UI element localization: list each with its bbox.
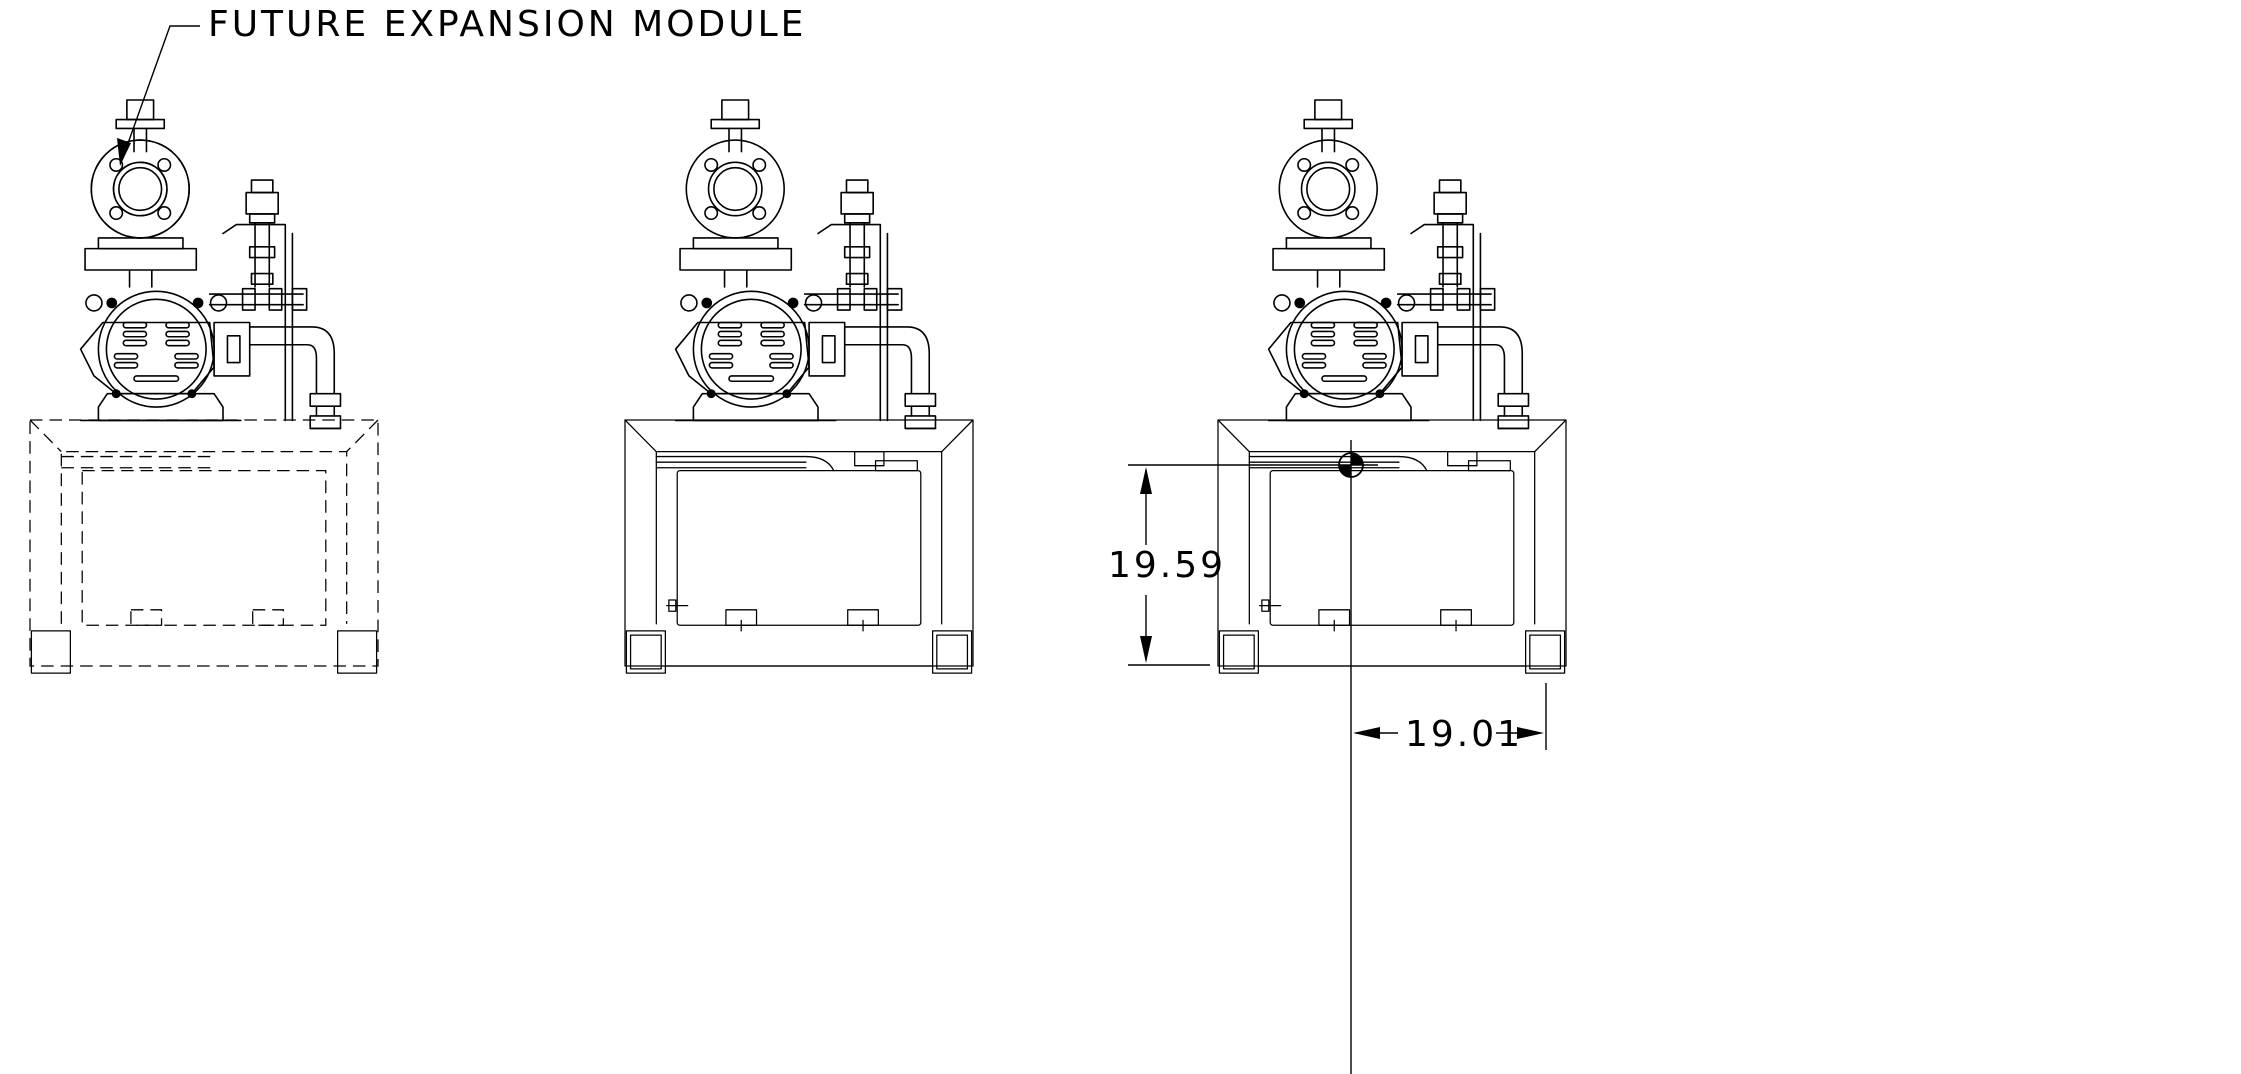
view-future-expansion xyxy=(29,99,379,674)
view-installed-module xyxy=(624,99,974,674)
vertical-dimension-value: 19.59 xyxy=(1108,545,1226,586)
center-of-gravity-symbol xyxy=(1338,440,1364,1074)
view-dimensioned-module xyxy=(1128,99,1567,1074)
horizontal-dimension xyxy=(1353,683,1547,750)
horizontal-dimension-value: 19.01 xyxy=(1405,714,1523,755)
callout-label: FUTURE EXPANSION MODULE xyxy=(208,4,806,45)
vertical-dimension xyxy=(1128,464,1378,666)
callout-leader xyxy=(117,25,200,166)
